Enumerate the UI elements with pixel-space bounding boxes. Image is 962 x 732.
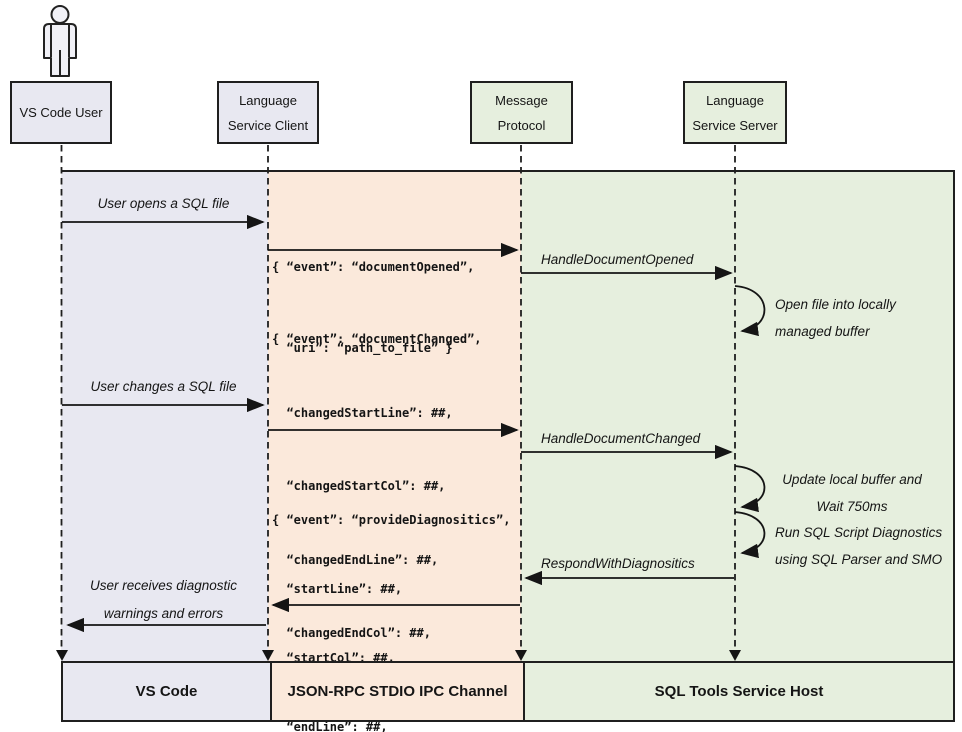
- json-document-opened: { “event”: “documentOpened”, “uri”: “pat…: [272, 260, 475, 355]
- footer-row: VS Code JSON-RPC STDIO IPC Channel SQL T…: [61, 661, 955, 722]
- label-handle-document-changed: HandleDocumentChanged: [541, 431, 701, 446]
- lane-service-host: [521, 172, 955, 662]
- json-provide-diagnostics: { “event”: “provideDiagnositics”, “start…: [272, 513, 511, 732]
- actor-label: Protocol: [497, 117, 546, 133]
- actor-label: Service Server: [692, 117, 778, 133]
- actor-box-message-protocol: Message Protocol: [470, 81, 573, 144]
- note-update-buffer: Update local buffer and Wait 750ms: [782, 472, 922, 514]
- note-open-file-buffer: Open file into locally managed buffer: [775, 297, 896, 339]
- footer-box-vscode: VS Code: [63, 663, 270, 720]
- actor-box-vscode-user: VS Code User: [10, 81, 112, 144]
- footer-box-ipc-channel: JSON-RPC STDIO IPC Channel: [270, 663, 523, 720]
- person-icon: [43, 5, 77, 77]
- label-respond-with-diagnostics: RespondWithDiagnositics: [541, 556, 695, 571]
- lane-right-border: [953, 170, 955, 662]
- actor-box-language-service-server: Language Service Server: [683, 81, 787, 144]
- footer-box-service-host: SQL Tools Service Host: [523, 663, 953, 720]
- label-user-opens-sql-file: User opens a SQL file: [97, 196, 230, 211]
- label-user-changes-sql-file: User changes a SQL file: [90, 379, 237, 394]
- label-handle-document-opened: HandleDocumentOpened: [541, 252, 694, 267]
- lane-ipc-channel: [268, 172, 521, 662]
- actor-label: Language: [239, 92, 297, 108]
- note-run-diagnostics: Run SQL Script Diagnostics using SQL Par…: [775, 525, 943, 567]
- actor-label: Message: [495, 92, 548, 108]
- lane-top-border: [61, 170, 955, 172]
- actor-label: Language: [706, 92, 764, 108]
- actor-label: Service Client: [227, 117, 309, 133]
- actor-box-language-service-client: Language Service Client: [217, 81, 319, 144]
- lane-vscode: [61, 172, 268, 662]
- label-user-receives-diagnostics: User receives diagnostic warnings and er…: [89, 578, 238, 621]
- actor-label: VS Code User: [19, 105, 103, 120]
